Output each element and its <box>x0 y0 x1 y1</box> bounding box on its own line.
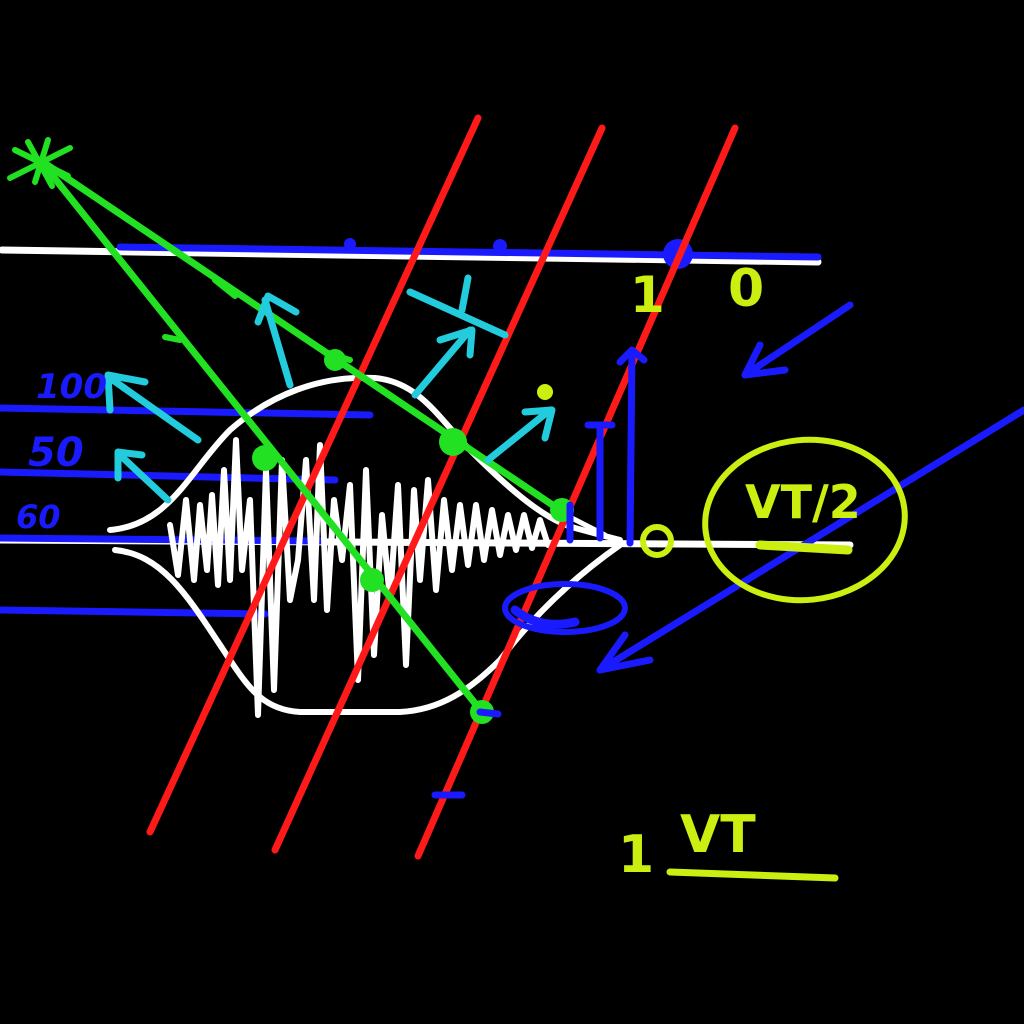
cyan-arrows <box>104 274 556 504</box>
vt-half-label: VT/2 <box>745 475 861 529</box>
arrow-icon <box>484 406 556 464</box>
arrow-icon <box>104 371 202 444</box>
blue-scale-labels: 100 50 60 <box>16 367 107 536</box>
blue-markers <box>431 346 648 799</box>
green-rays <box>36 156 608 724</box>
bottom-vt-label: VT <box>680 805 756 865</box>
bottom-one-label: 1 <box>618 825 654 885</box>
arrow-icon <box>114 448 172 504</box>
yellow-notes: 1 0 0 VT/2 1 VT <box>537 259 908 885</box>
label-60: 60 <box>16 498 61 536</box>
top-zero-label: 0 <box>728 259 764 319</box>
arrow-icon <box>411 326 476 399</box>
label-100: 100 <box>36 367 107 407</box>
arrow-icon <box>254 292 300 389</box>
top-one-label: 1 <box>630 266 665 324</box>
asterisk-star-icon <box>7 137 73 189</box>
label-50: 50 <box>28 430 84 476</box>
axis-zero-marker <box>640 524 674 558</box>
blue-right-arrows <box>596 301 1024 674</box>
vt-half-circle <box>702 436 908 604</box>
arrow-icon <box>596 406 1024 674</box>
arrow-icon <box>406 274 509 339</box>
arrow-icon <box>741 301 854 379</box>
wave-oscillation <box>167 437 551 718</box>
red-rays <box>146 114 739 860</box>
